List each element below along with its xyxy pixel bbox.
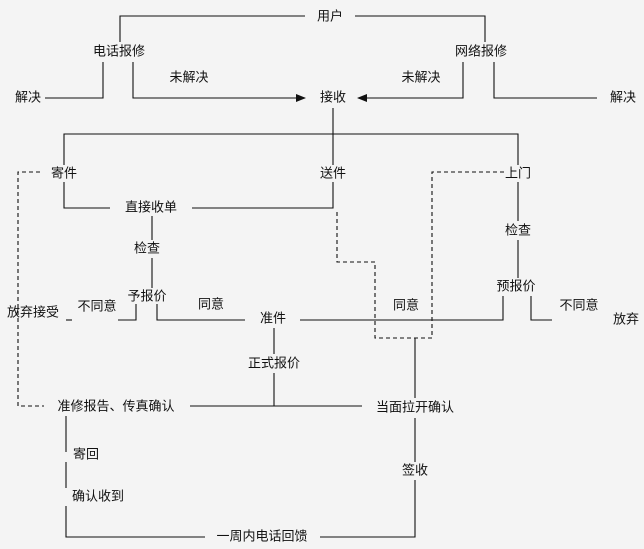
- node-unresolved-right: 未解决: [401, 70, 441, 86]
- node-onsite: 上门: [504, 166, 532, 182]
- dropoff-dashed-line: [336, 171, 505, 339]
- node-formal-quote: 正式报价: [247, 356, 301, 372]
- node-mail-in: 寄件: [50, 166, 78, 182]
- node-sign-off: 签收: [401, 463, 429, 479]
- node-resolved-right: 解决: [609, 90, 637, 106]
- mailin-report-dashed-line: [17, 171, 44, 407]
- node-weekly-callback: 一周内电话回馈: [216, 529, 308, 545]
- phone-unresolved-arrow: [132, 62, 306, 102]
- node-disagree-right: 不同意: [559, 298, 599, 314]
- confirm-callback-line: [65, 506, 205, 538]
- sign-callback-line: [320, 480, 416, 538]
- node-resolved-left: 解决: [14, 90, 42, 106]
- prequote-disagree-right-line: [530, 296, 552, 321]
- user-bracket-line-right: [355, 15, 486, 42]
- node-inspect-right: 检查: [504, 223, 532, 239]
- node-confirm-received: 确认收到: [71, 489, 125, 505]
- node-receive: 接收: [319, 90, 347, 106]
- node-unresolved-left: 未解决: [169, 70, 209, 86]
- node-phone-repair: 电话报修: [92, 44, 146, 60]
- node-user: 用户: [316, 9, 344, 25]
- prequote-disagree-line: [118, 304, 137, 321]
- node-web-repair: 网络报修: [454, 44, 508, 60]
- node-give-up-accept: 放弃接受: [6, 305, 60, 321]
- node-onsite-confirm: 当面拉开确认: [375, 400, 455, 416]
- node-pre-quote-left: 予报价: [127, 289, 167, 305]
- node-mail-back: 寄回: [72, 447, 100, 463]
- user-bracket-line: [119, 15, 305, 42]
- web-unresolved-arrow: [357, 62, 464, 102]
- phone-resolved-line: [45, 62, 104, 99]
- node-direct-ticket: 直接收单: [124, 200, 178, 216]
- node-drop-off: 送件: [319, 166, 347, 182]
- node-agree-left: 同意: [197, 297, 225, 313]
- node-give-up: 放弃: [612, 312, 640, 328]
- dropoff-ticket-line: [192, 182, 334, 209]
- web-resolved-line: [493, 62, 597, 99]
- receive-branch-line: [63, 133, 519, 165]
- node-pre-quote-right: 预报价: [496, 279, 536, 295]
- node-inspect-left: 检查: [133, 241, 161, 257]
- node-approve-report-fax: 准修报告、传真确认: [57, 399, 175, 415]
- prequote-agree-right-line: [300, 296, 504, 321]
- mailin-ticket-line: [63, 182, 110, 209]
- node-disagree-left: 不同意: [77, 299, 117, 315]
- prequote-agree-line: [156, 304, 245, 321]
- node-agree-right: 同意: [392, 298, 420, 314]
- node-approve: 准件: [259, 311, 287, 327]
